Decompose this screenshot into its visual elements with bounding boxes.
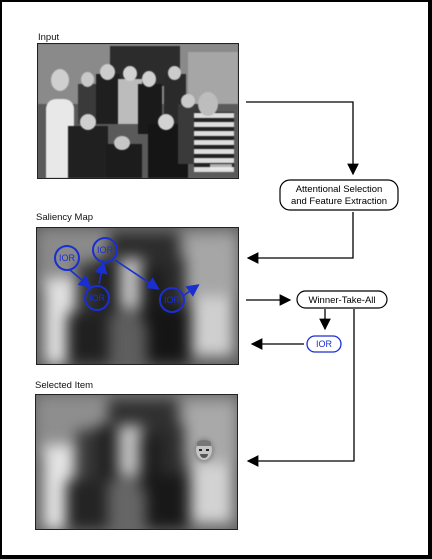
ior-marker-4: IOR [159,287,185,313]
svg-text:IOR: IOR [89,293,106,303]
ior-marker-2: IOR [92,237,118,263]
selected-item-label: Selected Item [35,380,94,391]
attentional-selection-line1: Attentional Selection [296,184,383,195]
arrow-wta-to-selected [246,309,355,467]
svg-text:IOR: IOR [97,245,114,255]
ior-path-arrow-4 [182,284,200,297]
attentional-selection-box: Attentional Selection and Feature Extrac… [279,179,399,211]
ior-marker-3: IOR [84,285,110,311]
winner-take-all-label: Winner-Take-All [308,295,375,306]
svg-text:IOR: IOR [164,295,181,305]
attentional-selection-line2: and Feature Extraction [291,196,387,207]
flow-diagram: Attentional Selection and Feature Extrac… [246,101,399,467]
saliency-map-photo: IOR IOR IOR IOR [36,227,239,365]
ior-path-arrow-3 [114,259,160,290]
input-scene [38,44,238,178]
selected-item-photo [35,394,238,530]
ior-path-arrow-1 [69,269,92,289]
ior-path-arrow-2 [94,260,108,285]
input-label: Input [38,32,60,43]
selected-region [193,439,217,463]
ior-box-label: IOR [316,339,333,349]
arrow-input-to-attention [246,101,359,176]
saliency-blur-scene [37,228,238,364]
ior-box: IOR [306,335,342,353]
ior-marker-1: IOR [54,245,80,271]
ior-markers-overlay: IOR IOR IOR IOR [54,237,200,313]
input-photo [37,43,239,179]
arrow-attention-to-saliency [246,212,354,264]
winner-take-all-box: Winner-Take-All [296,290,388,309]
svg-text:IOR: IOR [59,253,76,263]
figure-page: Input Saliency Map Selected Item [2,2,428,555]
saliency-map-label: Saliency Map [36,212,94,223]
